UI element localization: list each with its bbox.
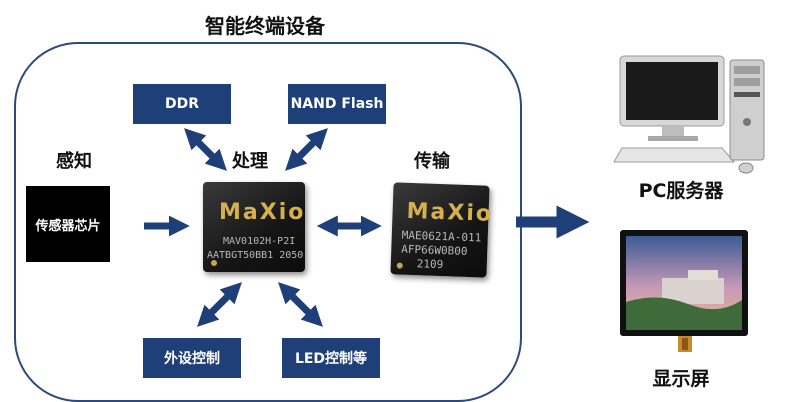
nand-processor-arrow <box>285 128 328 171</box>
process-label: 处理 <box>232 151 268 172</box>
led-control-block: LED控制等 <box>282 338 380 378</box>
peripheral-control-block: 外设控制 <box>143 338 241 378</box>
pc-server-label: PC服务器 <box>638 180 724 202</box>
main-chip-logo: MaXio <box>219 200 306 225</box>
main-controller-chip: MaXio MAV0102H-P2I AATBGT50BB1 2050 <box>203 182 305 272</box>
processor-peripheral-arrow <box>197 282 242 327</box>
ddr-processor-arrow <box>184 128 227 171</box>
display-screen-icon <box>620 230 748 352</box>
nand-flash-label: NAND Flash <box>290 96 384 112</box>
nand-flash-block: NAND Flash <box>288 84 386 124</box>
pin1-marker-icon <box>211 260 217 266</box>
peripheral-control-label: 外设控制 <box>164 351 220 367</box>
sensor-chip-block: 传感器芯片 <box>26 186 110 262</box>
sense-label: 感知 <box>56 151 92 172</box>
display-label: 显示屏 <box>652 368 710 390</box>
processor-led-arrow <box>278 282 323 327</box>
main-chip-lot-code: AATBGT50BB1 2050 <box>207 250 304 261</box>
sensor-chip-label: 传感器芯片 <box>35 218 101 234</box>
pc-server-icon <box>613 55 765 174</box>
diagram-title: 智能终端设备 <box>205 14 325 38</box>
ddr-block: DDR <box>133 84 231 124</box>
transmit-label: 传输 <box>414 151 450 172</box>
led-control-label: LED控制等 <box>294 351 368 367</box>
main-chip-part-number: MAV0102H-P2I <box>223 236 296 247</box>
ddr-label: DDR <box>164 96 200 112</box>
